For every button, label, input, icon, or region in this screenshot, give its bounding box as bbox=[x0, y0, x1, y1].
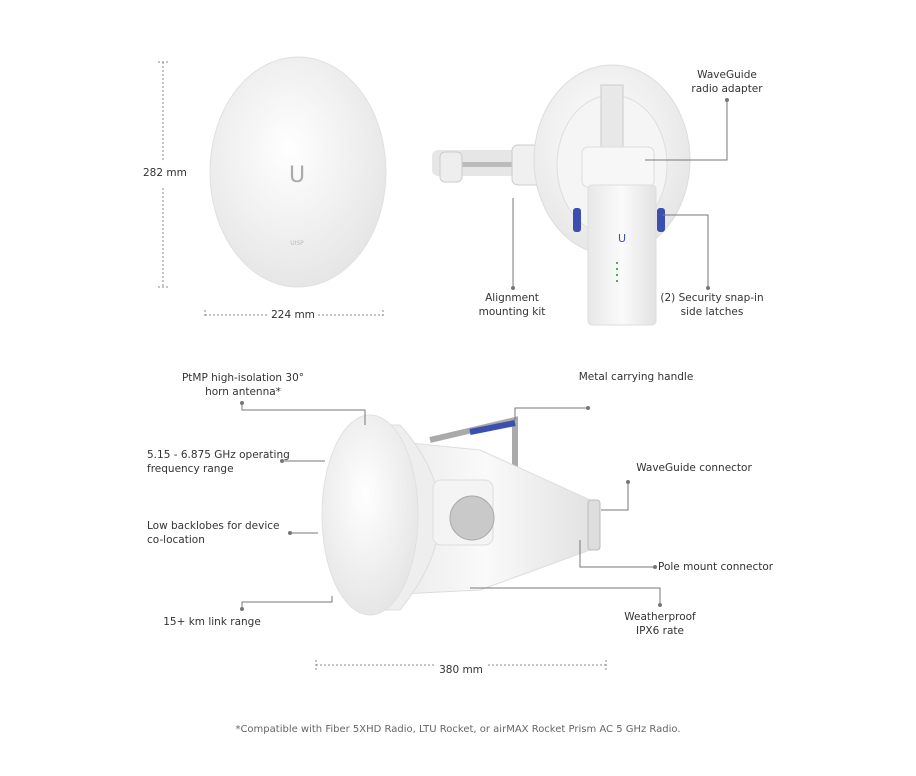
callout-line: WaveGuide bbox=[697, 69, 757, 81]
callout-line: co-location bbox=[147, 533, 205, 546]
callout-line: IPX6 rate bbox=[636, 624, 684, 637]
callout-line: radio adapter bbox=[691, 82, 763, 95]
callout-handle: Metal carrying handle bbox=[578, 371, 694, 383]
callout-line: PtMP high-isolation 30° bbox=[181, 372, 305, 384]
callout-line: side latches bbox=[680, 305, 744, 318]
callout-waveguide-connector: WaveGuide connector bbox=[636, 462, 752, 474]
callout-line: (2) Security snap-in bbox=[660, 292, 764, 304]
callout-line: Low backlobes for device bbox=[147, 520, 280, 532]
brand-logo: UISP bbox=[290, 240, 304, 247]
callout-line: 5.15 - 6.875 GHz operating bbox=[147, 449, 290, 461]
footnote: *Compatible with Fiber 5XHD Radio, LTU R… bbox=[235, 724, 681, 735]
callout-line: horn antenna* bbox=[205, 385, 281, 398]
callout-line: mounting kit bbox=[478, 305, 546, 318]
ubiquiti-logo-icon: U bbox=[289, 163, 305, 188]
callout-link-range: 15+ km link range bbox=[163, 616, 261, 628]
callout-line: Alignment bbox=[485, 292, 539, 304]
callout-pole-mount: Pole mount connector bbox=[658, 561, 774, 573]
height-dimension-label: 282 mm bbox=[143, 167, 187, 179]
dish-rear-view: U bbox=[432, 64, 691, 326]
dimension-lines bbox=[158, 61, 607, 670]
callout-line: Weatherproof bbox=[624, 611, 696, 623]
dish-front-view: U UISP bbox=[209, 56, 387, 288]
svg-text:U: U bbox=[618, 232, 626, 245]
leader-lines bbox=[240, 98, 729, 611]
callout-horn-antenna: PtMP high-isolation 30°horn antenna* bbox=[182, 372, 304, 399]
width-dimension-label: 224 mm bbox=[271, 309, 315, 321]
length-dimension-label: 380 mm bbox=[439, 664, 483, 676]
horn-side-view bbox=[321, 414, 601, 616]
callout-line: frequency range bbox=[147, 462, 234, 475]
